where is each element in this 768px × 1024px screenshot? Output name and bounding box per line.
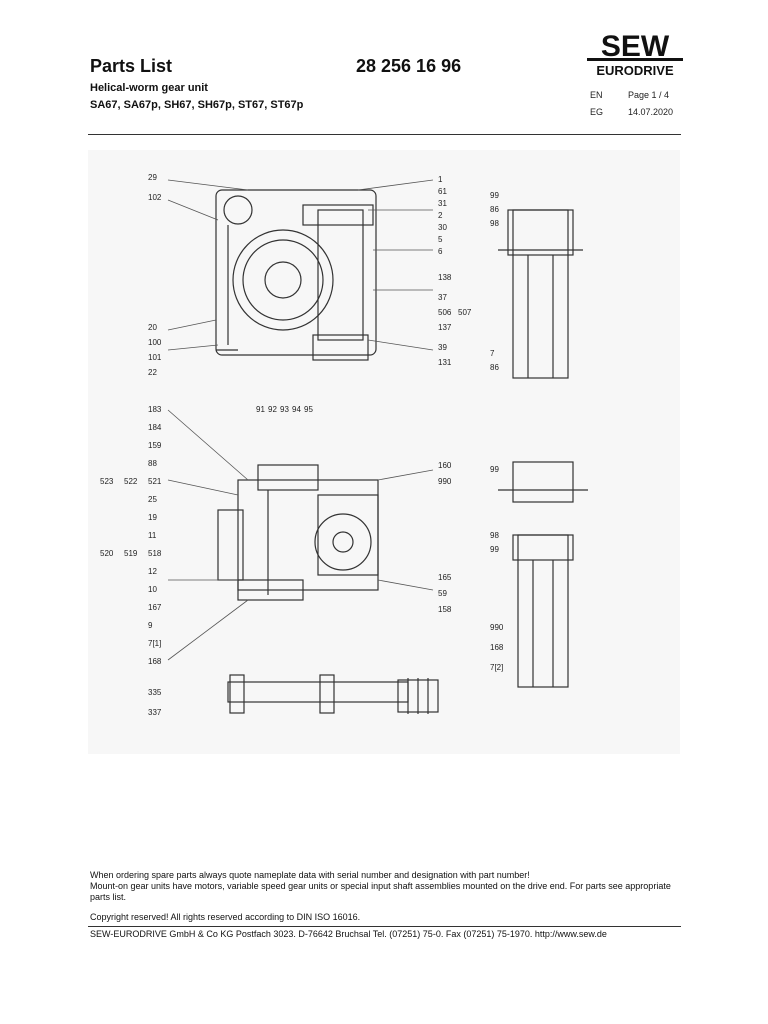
label-9: 9 [148,621,153,630]
label-519: 519 [124,549,138,558]
label-184: 184 [148,423,162,432]
label-94: 94 [292,405,301,414]
footer-divider [88,926,681,927]
label-506: 506 [438,308,452,317]
label-99-c: 99 [490,545,499,554]
logo-sew-text: SEW [601,30,670,63]
label-131: 131 [438,358,452,367]
label-100: 100 [148,338,162,347]
part-number: 28 256 16 96 [356,56,462,76]
model-list: SA67, SA67p, SH67, SH67p, ST67, ST67p [90,99,304,111]
document-code: EG [590,107,604,117]
label-335: 335 [148,688,162,697]
label-168: 168 [148,657,162,666]
logo-eurodrive-text: EURODRIVE [596,63,674,78]
label-2: 2 [438,211,443,220]
label-520: 520 [100,549,114,558]
label-11: 11 [148,531,157,540]
label-10: 10 [148,585,157,594]
label-158: 158 [438,605,452,614]
ordering-note: When ordering spare parts always quote n… [90,870,530,880]
label-99-a: 99 [490,191,499,200]
label-12: 12 [148,567,157,576]
document-date: 14.07.2020 [628,107,674,117]
label-86-a: 86 [490,205,499,214]
hollow-shaft-a [498,209,583,379]
label-99-b: 99 [490,465,499,474]
label-521: 521 [148,477,162,486]
language-code: EN [590,90,603,100]
label-31: 31 [438,199,447,208]
label-168-b: 168 [490,643,504,652]
label-98-a: 98 [490,219,499,228]
exploded-view-drawing: 1 61 31 2 30 5 6 138 37 506 137 507 39 1… [88,150,680,754]
label-102: 102 [148,193,162,202]
footer-address: SEW-EURODRIVE GmbH & Co KG Postfach 3023… [90,929,607,939]
mounting-note: Mount-on gear units have motors, variabl… [90,881,671,902]
label-37: 37 [438,293,447,302]
label-61: 61 [438,187,447,196]
label-507: 507 [458,308,472,317]
header-divider [88,134,681,135]
shaft-assembly [227,674,439,714]
label-1: 1 [438,175,443,184]
subtitle: Helical-worm gear unit [90,82,208,94]
label-95: 95 [304,405,313,414]
copyright-note: Copyright reserved! All rights reserved … [90,912,361,922]
hollow-shaft-b [498,461,588,503]
label-518: 518 [148,549,162,558]
label-29: 29 [148,173,157,182]
label-7-1: 7[1] [148,639,161,648]
label-59: 59 [438,589,447,598]
label-990: 990 [438,477,452,486]
label-523: 523 [100,477,114,486]
label-39: 39 [438,343,447,352]
hollow-shaft-c [512,534,574,688]
housing-top-view [215,189,377,361]
label-165: 165 [438,573,452,582]
label-101: 101 [148,353,162,362]
label-7-2: 7[2] [490,663,503,672]
label-25: 25 [148,495,157,504]
label-990-b: 990 [490,623,504,632]
label-92: 92 [268,405,277,414]
sew-eurodrive-logo: SEW EURODRIVE [587,30,683,78]
label-7-a: 7 [490,349,495,358]
label-160: 160 [438,461,452,470]
page-title: Parts List [90,56,173,76]
label-5: 5 [438,235,443,244]
label-19: 19 [148,513,157,522]
label-137: 137 [438,323,452,332]
page-number: Page 1 / 4 [628,90,670,100]
label-93: 93 [280,405,289,414]
label-86-b: 86 [490,363,499,372]
housing-side-view [217,464,379,601]
label-88: 88 [148,459,157,468]
label-20: 20 [148,323,157,332]
label-138: 138 [438,273,452,282]
label-6: 6 [438,247,443,256]
label-337: 337 [148,708,162,717]
label-98-b: 98 [490,531,499,540]
leader-lines [167,179,434,661]
label-522: 522 [124,477,138,486]
label-167: 167 [148,603,162,612]
label-91: 91 [256,405,265,414]
label-159: 159 [148,441,162,450]
label-22: 22 [148,368,157,377]
logo-bar [587,58,683,61]
label-30: 30 [438,223,447,232]
label-183: 183 [148,405,162,414]
